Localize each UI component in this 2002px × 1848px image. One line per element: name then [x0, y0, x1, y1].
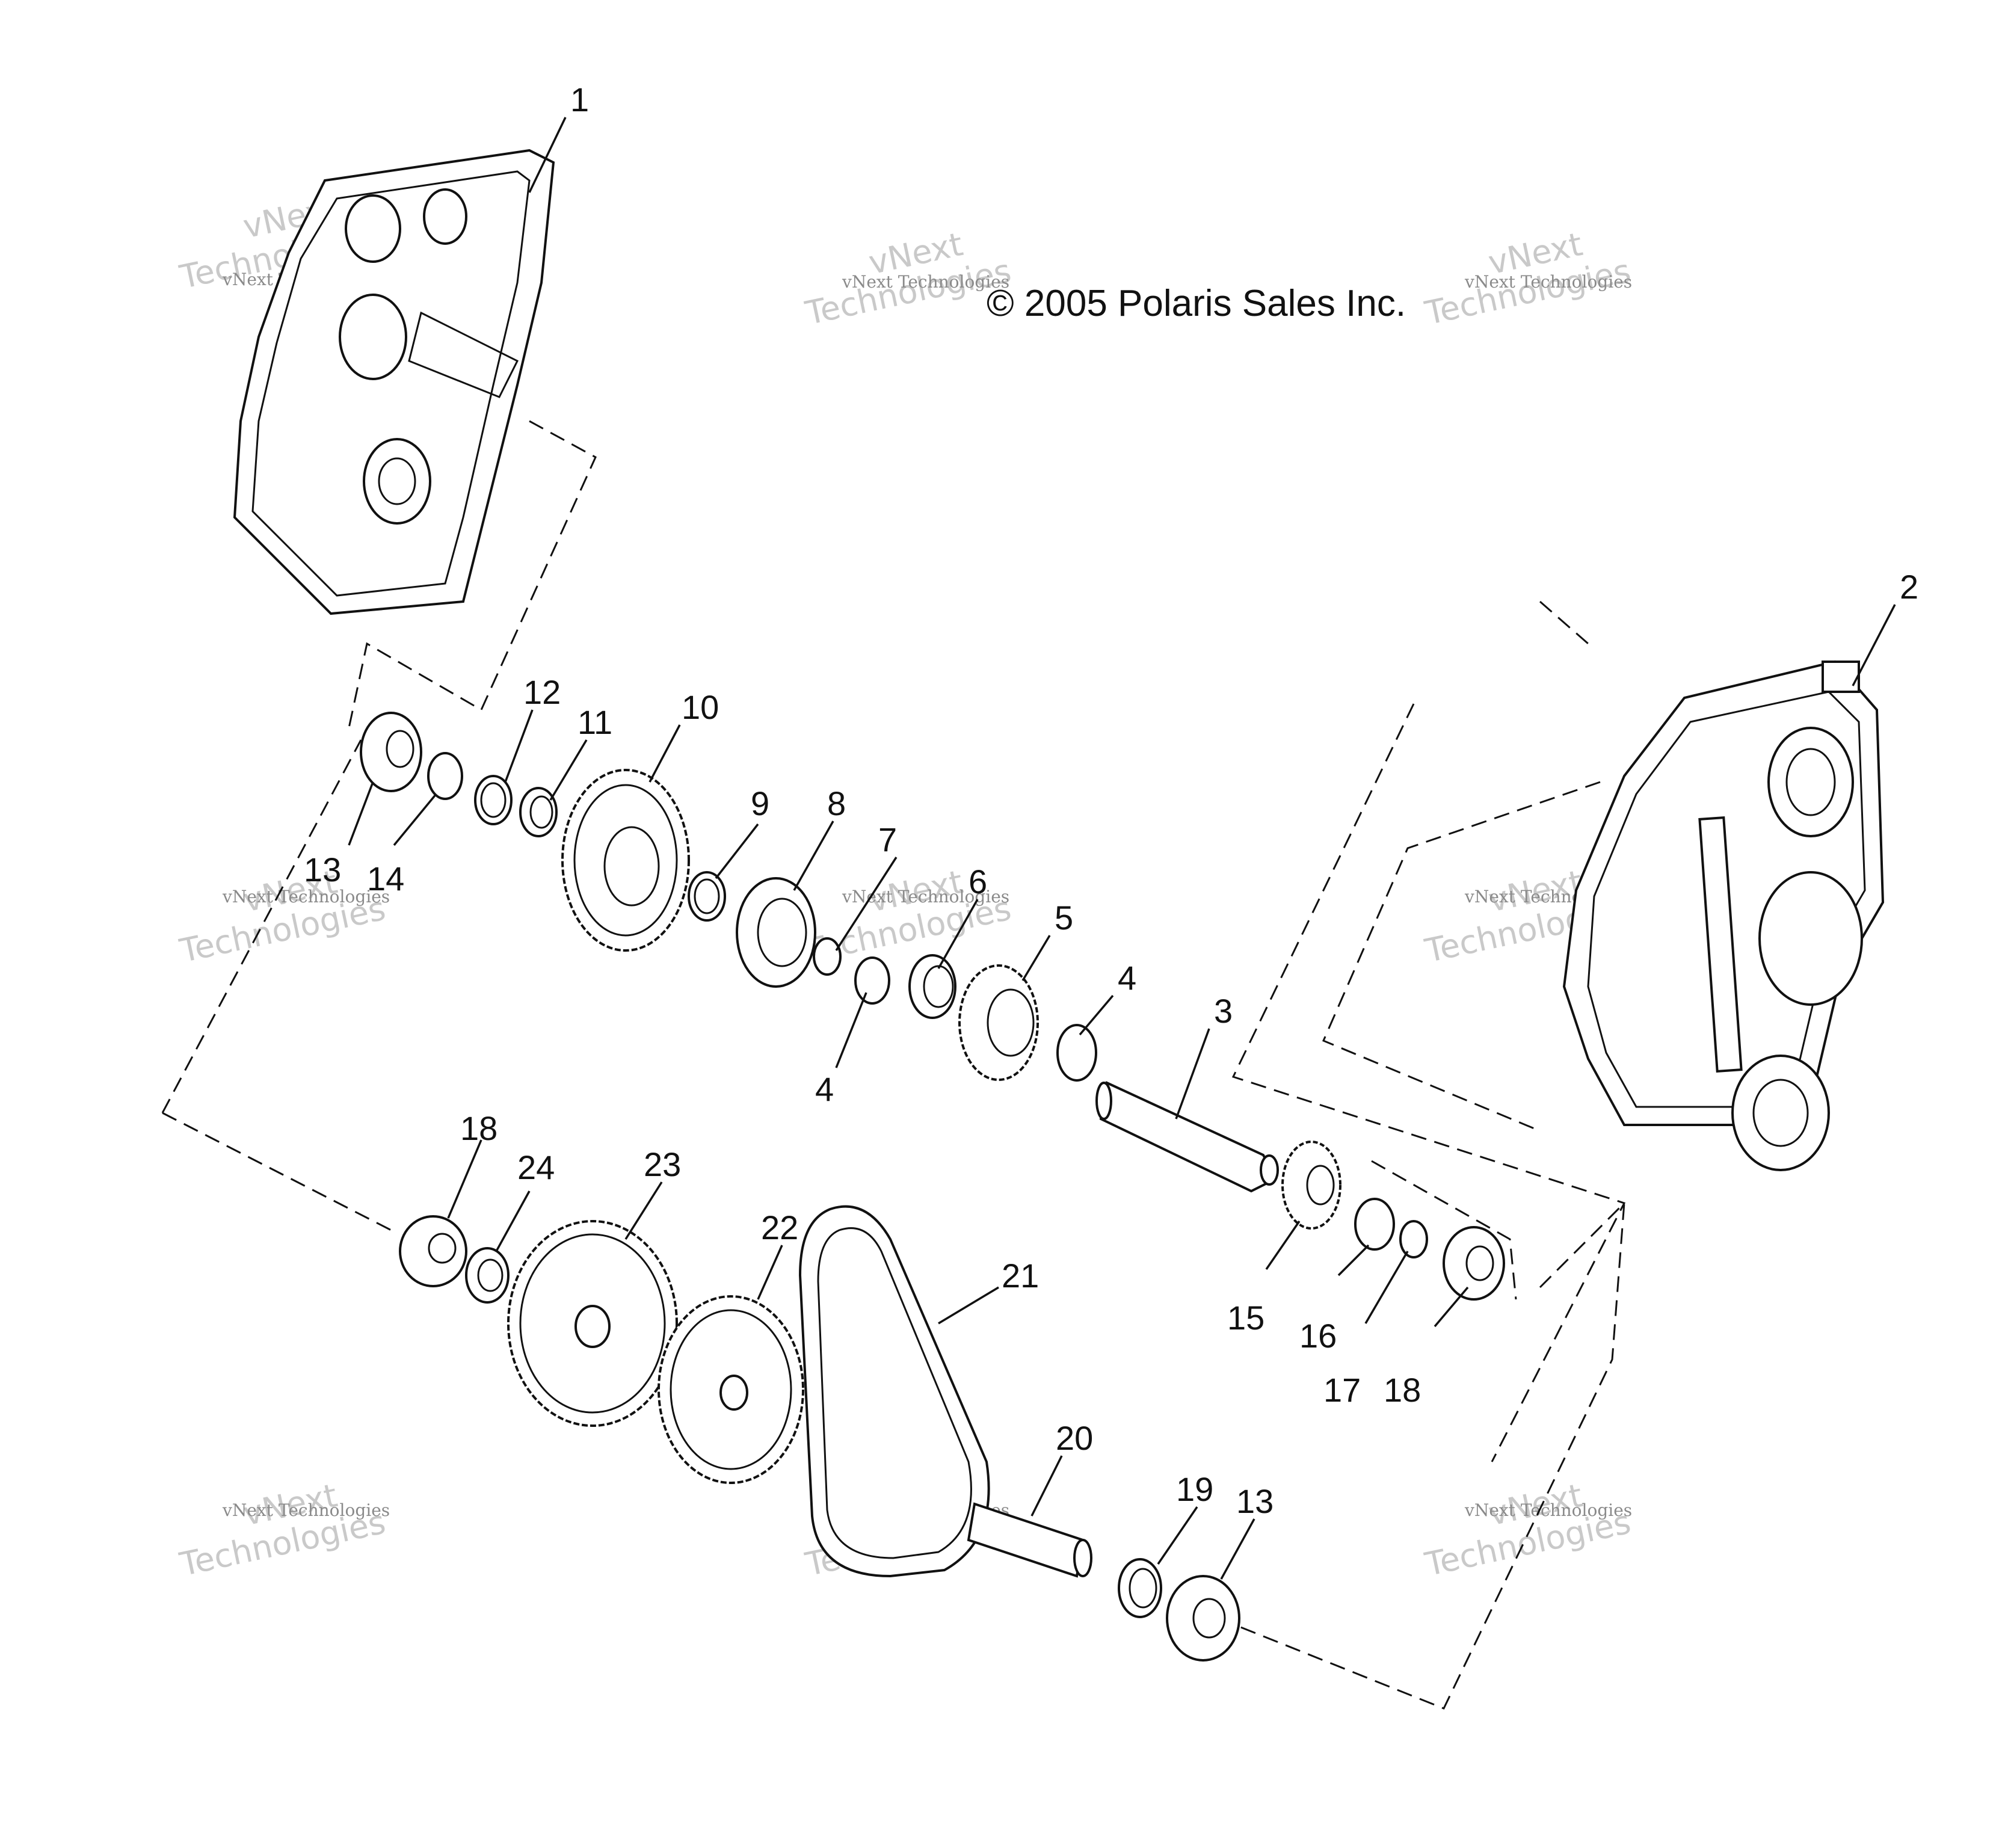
callout-labels: 1 2 3 4 4 5 6 7 8 9 10 11 12 13 13 14 15…	[304, 81, 1918, 1520]
ring-12	[474, 775, 513, 825]
callout-22: 22	[761, 1209, 798, 1246]
bearing-18-right	[1443, 1226, 1505, 1301]
callout-9: 9	[751, 784, 769, 822]
shaft-3	[1095, 1081, 1279, 1193]
callout-19: 19	[1176, 1470, 1213, 1508]
bearing-13-top	[360, 712, 422, 792]
callout-8: 8	[827, 784, 846, 822]
callout-13: 13	[1236, 1482, 1274, 1520]
callout-14: 14	[367, 860, 404, 898]
assembly-guide-lines	[161, 420, 1626, 1710]
bearing-18-left	[399, 1215, 467, 1287]
ring-14	[427, 752, 463, 800]
bushing-6	[908, 954, 956, 1019]
callout-21: 21	[1002, 1257, 1039, 1295]
callout-12: 12	[523, 673, 561, 711]
callout-4: 4	[1118, 959, 1136, 997]
watermark-small: vNext Technologies	[842, 272, 1009, 292]
sprocket-15	[1281, 1141, 1341, 1230]
watermark-small: vNext Technologies	[1464, 1500, 1632, 1520]
watermark: vNext Technologies	[1421, 1476, 1634, 1583]
callout-2: 2	[1900, 568, 1918, 606]
callout-16: 16	[1299, 1317, 1337, 1355]
callout-4: 4	[815, 1070, 834, 1108]
chain-21	[798, 1205, 990, 1578]
ring-24	[465, 1247, 510, 1304]
ring-7	[813, 937, 842, 976]
callout-13: 13	[304, 851, 341, 889]
ring-4-left	[854, 956, 890, 1005]
copyright-text: © 2005 Polaris Sales Inc.	[987, 283, 1406, 324]
gear-10	[561, 769, 690, 952]
gear-22	[658, 1295, 804, 1484]
ring-19	[1118, 1558, 1162, 1618]
watermark-small: vNext Technologies	[1464, 272, 1632, 292]
callout-11: 11	[578, 703, 612, 741]
watermark: vNext Technologies	[176, 863, 389, 970]
ring-11	[519, 787, 558, 837]
bearing-13-bottom	[1166, 1575, 1240, 1662]
callout-18: 18	[460, 1109, 497, 1147]
sprocket-5	[958, 964, 1039, 1081]
watermark-small: vNext Technologies	[222, 1500, 390, 1520]
ring-4-right	[1056, 1024, 1097, 1082]
watermark-small: vNext Technologies	[222, 887, 390, 907]
watermark-small: vNext Technologies	[842, 887, 1009, 907]
callout-3: 3	[1214, 992, 1233, 1030]
shaft-20	[967, 1502, 1092, 1578]
ring-16	[1354, 1198, 1395, 1251]
watermark: vNext Technologies	[176, 1476, 389, 1583]
callout-20: 20	[1056, 1419, 1093, 1457]
callout-17: 17	[1323, 1371, 1361, 1409]
callout-23: 23	[644, 1145, 681, 1183]
leader-lines	[348, 117, 1896, 1580]
ring-9	[688, 871, 726, 922]
callout-1: 1	[570, 81, 589, 119]
callout-15: 15	[1227, 1299, 1264, 1337]
callout-10: 10	[682, 688, 719, 726]
callout-5: 5	[1055, 899, 1073, 937]
cover-right-part	[1562, 660, 1885, 1171]
gear-23	[507, 1220, 678, 1427]
callout-18: 18	[1384, 1371, 1421, 1409]
callout-6: 6	[969, 863, 987, 901]
hub-8	[736, 877, 816, 988]
cover-left-part	[233, 149, 555, 615]
ring-17	[1399, 1220, 1428, 1258]
callout-7: 7	[878, 821, 897, 858]
callout-24: 24	[517, 1148, 555, 1186]
